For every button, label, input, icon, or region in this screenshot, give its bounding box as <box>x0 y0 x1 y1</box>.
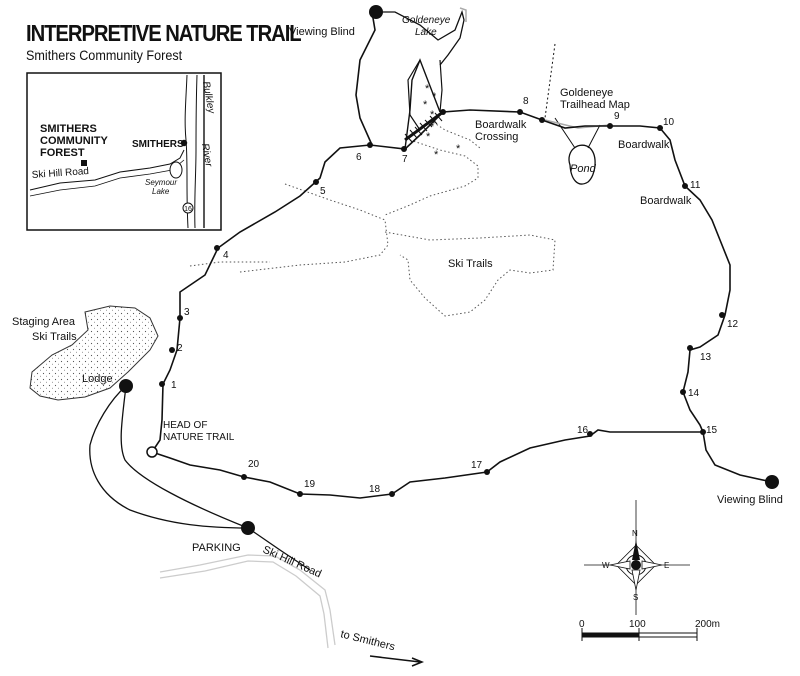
waypoint-6: 6 <box>356 152 362 163</box>
staging-area <box>29 305 159 401</box>
svg-text:*: * <box>423 99 428 111</box>
goldeneye-lake <box>372 9 465 66</box>
waypoint-1: 1 <box>171 380 177 391</box>
scale-mid: 100 <box>629 619 646 630</box>
waypoint-4: 4 <box>223 250 229 261</box>
lodge-access <box>89 385 249 529</box>
scale-bar: 0 100 200m <box>579 619 720 641</box>
svg-text:*: * <box>425 83 430 95</box>
highway-number: 16 <box>184 206 192 213</box>
head-of-trail-label-1: HEAD OF <box>163 420 207 431</box>
waypoint-2: 2 <box>177 343 183 354</box>
boardwalk-label-a: Boardwalk <box>618 139 670 151</box>
goldeneye-lake-label-2: Lake <box>415 27 437 38</box>
map-subtitle: Smithers Community Forest <box>26 47 183 63</box>
boardwalk-crossing-label-2: Crossing <box>475 131 518 143</box>
scale-zero: 0 <box>579 619 585 630</box>
waypoint-9: 9 <box>614 111 620 122</box>
inset-forest-label-3: FOREST <box>40 147 85 159</box>
trail-head-marker <box>146 446 158 458</box>
waypoint-8: 8 <box>523 96 529 107</box>
boardwalk-crossing-hatch <box>404 112 443 143</box>
parking-label: PARKING <box>192 542 241 554</box>
waypoint-3: 3 <box>184 307 190 318</box>
inset-road-label: Ski Hill Road <box>31 166 89 181</box>
trailhead-label-2: Trailhead Map <box>560 99 630 111</box>
waypoint-16: 16 <box>577 425 589 436</box>
compass-n: N <box>632 529 638 538</box>
nature-trail-loop <box>151 109 731 499</box>
staging-area-label-1: Staging Area <box>12 316 76 328</box>
viewing-blind-top-marker <box>369 5 383 19</box>
inset-river-label-2: River <box>199 143 214 169</box>
waypoint-13: 13 <box>700 352 712 363</box>
viewing-blind-right-label: Viewing Blind <box>717 494 783 506</box>
inset-map: 16 SMITHERS COMMUNITY FOREST SMITHERS Sk… <box>26 72 222 231</box>
inset-lake-label-1: Seymour <box>145 178 177 187</box>
waypoint-dots <box>159 109 725 497</box>
compass-e: E <box>664 561 669 570</box>
waypoint-18: 18 <box>369 484 381 495</box>
waypoint-7: 7 <box>402 154 408 165</box>
ski-trails <box>189 119 556 317</box>
inset-lake-label-2: Lake <box>152 187 170 196</box>
trailhead-label-1: Goldeneye <box>560 87 613 99</box>
waypoint-11: 11 <box>690 180 701 191</box>
waypoint-14: 14 <box>688 388 700 399</box>
waypoint-10: 10 <box>663 117 675 128</box>
inset-forest-label-1: SMITHERS <box>40 123 97 135</box>
map-title: INTERPRETIVE NATURE TRAIL <box>26 20 302 46</box>
inset-town-label: SMITHERS <box>132 139 184 150</box>
viewing-blind-right-marker <box>765 475 779 489</box>
ski-hill-road <box>159 527 425 667</box>
lodge-marker <box>119 379 133 393</box>
scale-end: 200m <box>695 619 720 630</box>
svg-text:*: * <box>430 109 435 121</box>
staging-area-label-2: Ski Trails <box>32 331 77 343</box>
boardwalk-crossing-label-1: Boardwalk <box>475 119 527 131</box>
waypoint-20: 20 <box>248 459 260 470</box>
waypoint-12: 12 <box>727 319 739 330</box>
compass-w: W <box>602 561 610 570</box>
waypoint-numbers: 1 2 3 4 5 6 7 8 9 10 11 12 13 14 15 16 1… <box>171 96 739 495</box>
svg-text:*: * <box>456 143 461 155</box>
to-smithers-label: to Smithers <box>339 628 396 653</box>
viewing-blind-top-label: Viewing Blind <box>289 26 355 38</box>
lodge-label: Lodge <box>82 373 113 385</box>
svg-text:*: * <box>430 121 435 133</box>
waypoint-19: 19 <box>304 479 316 490</box>
goldeneye-lake-label-1: Goldeneye <box>402 15 451 26</box>
svg-text:*: * <box>426 131 431 143</box>
waypoint-5: 5 <box>320 186 326 197</box>
pond-label: Pond <box>570 163 597 175</box>
compass-rose: N S W E <box>584 500 690 615</box>
ski-trails-label: Ski Trails <box>448 258 493 270</box>
compass-s: S <box>633 593 638 602</box>
boardwalk-label-b: Boardwalk <box>640 195 692 207</box>
head-of-trail-label-2: NATURE TRAIL <box>163 432 235 443</box>
inset-forest-label-2: COMMUNITY <box>40 135 108 147</box>
svg-text:*: * <box>434 149 439 161</box>
parking-marker <box>241 521 255 535</box>
waypoint-17: 17 <box>471 460 483 471</box>
waypoint-15: 15 <box>706 425 718 436</box>
